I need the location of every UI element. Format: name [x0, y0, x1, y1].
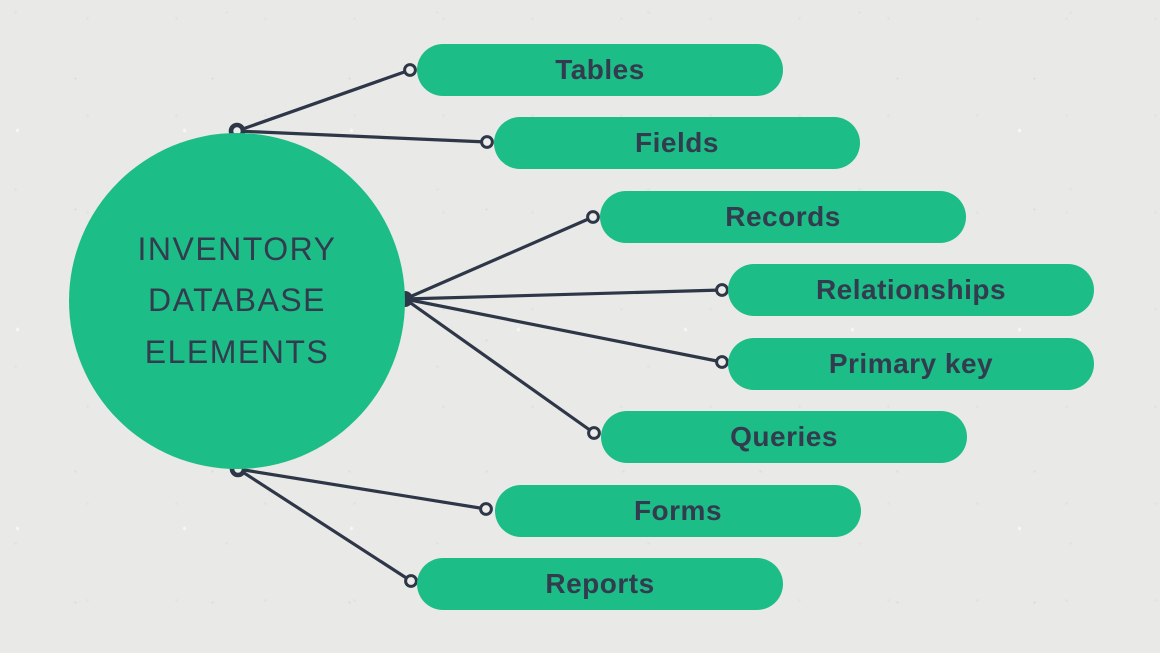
node-label: Relationships [815, 274, 1007, 305]
node-records: Records [600, 191, 966, 243]
node-queries: Queries [601, 411, 967, 463]
node-label: Fields [635, 127, 719, 158]
node-tables: Tables [417, 44, 783, 96]
connector-line-records [404, 215, 594, 301]
endpoint-queries [587, 426, 601, 440]
connector-line-queries [404, 297, 595, 435]
endpoint-primary-key [715, 355, 729, 369]
endpoint-reports [404, 574, 418, 588]
node-primary-key: Primary key [728, 338, 1094, 390]
node-label: Forms [633, 495, 723, 526]
connector-line-relationships [404, 288, 723, 301]
node-label: Primary key [828, 348, 994, 379]
connector-line-forms [237, 467, 487, 511]
central-topic-title: INVENTORY DATABASE ELEMENTS [137, 231, 337, 370]
node-label: Reports [545, 568, 655, 599]
connector-line-tables [236, 68, 411, 133]
endpoint-fields [480, 135, 494, 149]
connector-line-fields [236, 129, 488, 144]
endpoint-forms [479, 502, 493, 516]
connector-line-reports [237, 467, 412, 583]
endpoint-records [586, 210, 600, 224]
central-topic-circle: INVENTORY DATABASE ELEMENTS [69, 133, 405, 469]
endpoint-relationships [715, 283, 729, 297]
node-forms: Forms [495, 485, 861, 537]
node-relationships: Relationships [728, 264, 1094, 316]
connector-line-primary-key [404, 297, 723, 364]
node-label: Queries [730, 421, 838, 452]
node-label: Tables [555, 54, 645, 85]
node-label: Records [725, 201, 841, 232]
endpoint-tables [403, 63, 417, 77]
node-reports: Reports [417, 558, 783, 610]
node-fields: Fields [494, 117, 860, 169]
